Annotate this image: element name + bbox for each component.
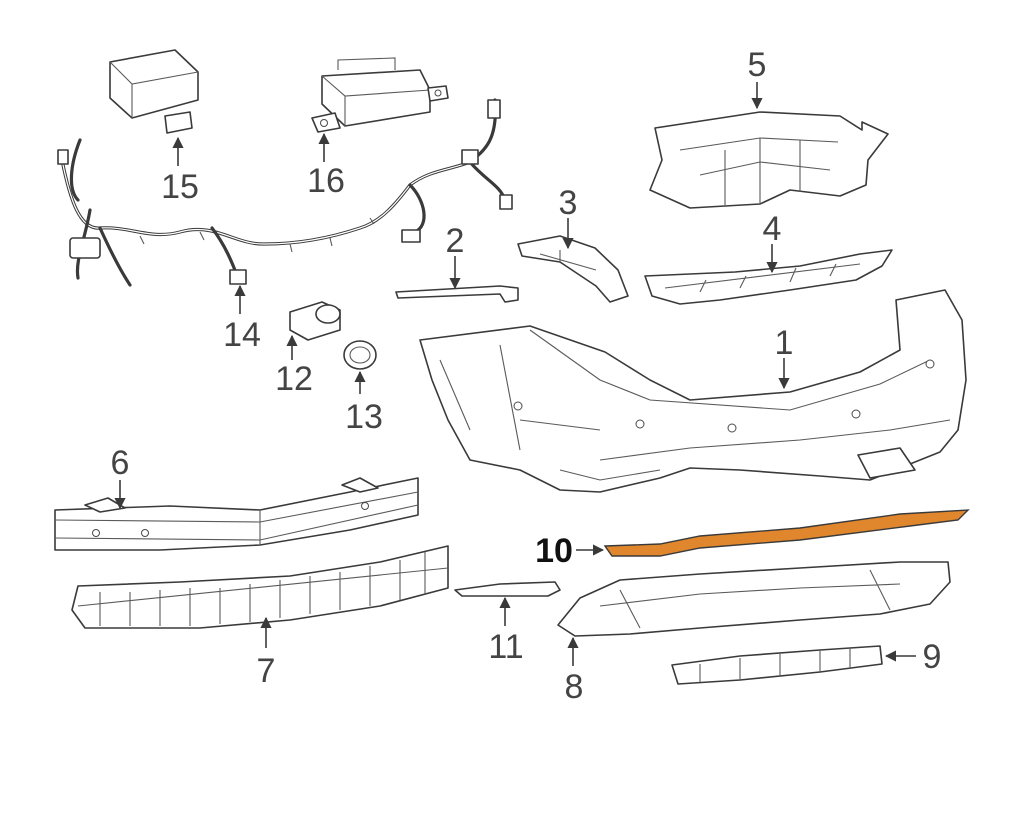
part-8-lower-valance bbox=[557, 561, 951, 637]
part-15-control-module bbox=[109, 49, 199, 134]
callout-8: 8 bbox=[565, 668, 584, 706]
callout-7: 7 bbox=[257, 652, 276, 690]
part-10-highlighted-strip bbox=[603, 509, 970, 557]
part-13-sensor-ring bbox=[343, 340, 377, 370]
callout-2: 2 bbox=[446, 222, 465, 260]
part-12-parking-sensor bbox=[289, 301, 341, 341]
leader-lines bbox=[114, 82, 916, 666]
callout-1: 1 bbox=[775, 324, 794, 362]
callout-5: 5 bbox=[748, 46, 767, 84]
callout-3: 3 bbox=[559, 184, 578, 222]
part-3-bracket bbox=[517, 235, 629, 303]
callout-4: 4 bbox=[763, 210, 782, 248]
part-7-energy-absorber bbox=[71, 545, 449, 629]
part-2-trim-strip bbox=[395, 285, 519, 303]
part-14-wiring-harness bbox=[57, 98, 513, 287]
callout-labels: 5 3 4 2 1 15 16 14 12 13 6 7 11 8 9 10 bbox=[111, 46, 942, 706]
part-16-module-bracket bbox=[311, 57, 449, 133]
callout-12: 12 bbox=[275, 360, 313, 398]
part-6-reinforcement-beam bbox=[54, 477, 419, 551]
callout-10: 10 bbox=[535, 532, 573, 570]
callout-15: 15 bbox=[161, 168, 199, 206]
part-10-strip-shape bbox=[603, 509, 970, 557]
part-9-lower-bracket bbox=[671, 645, 883, 685]
part-1-bumper-fascia bbox=[419, 289, 967, 493]
callout-11: 11 bbox=[488, 628, 523, 666]
part-5-rear-panel bbox=[649, 111, 889, 209]
callout-6: 6 bbox=[111, 444, 130, 482]
part-11-trim-piece bbox=[454, 581, 561, 597]
callout-14: 14 bbox=[223, 316, 261, 354]
callout-16: 16 bbox=[307, 162, 345, 200]
callout-9: 9 bbox=[923, 638, 942, 676]
callout-13: 13 bbox=[345, 398, 383, 436]
part-4-mounting-bracket bbox=[644, 249, 893, 305]
